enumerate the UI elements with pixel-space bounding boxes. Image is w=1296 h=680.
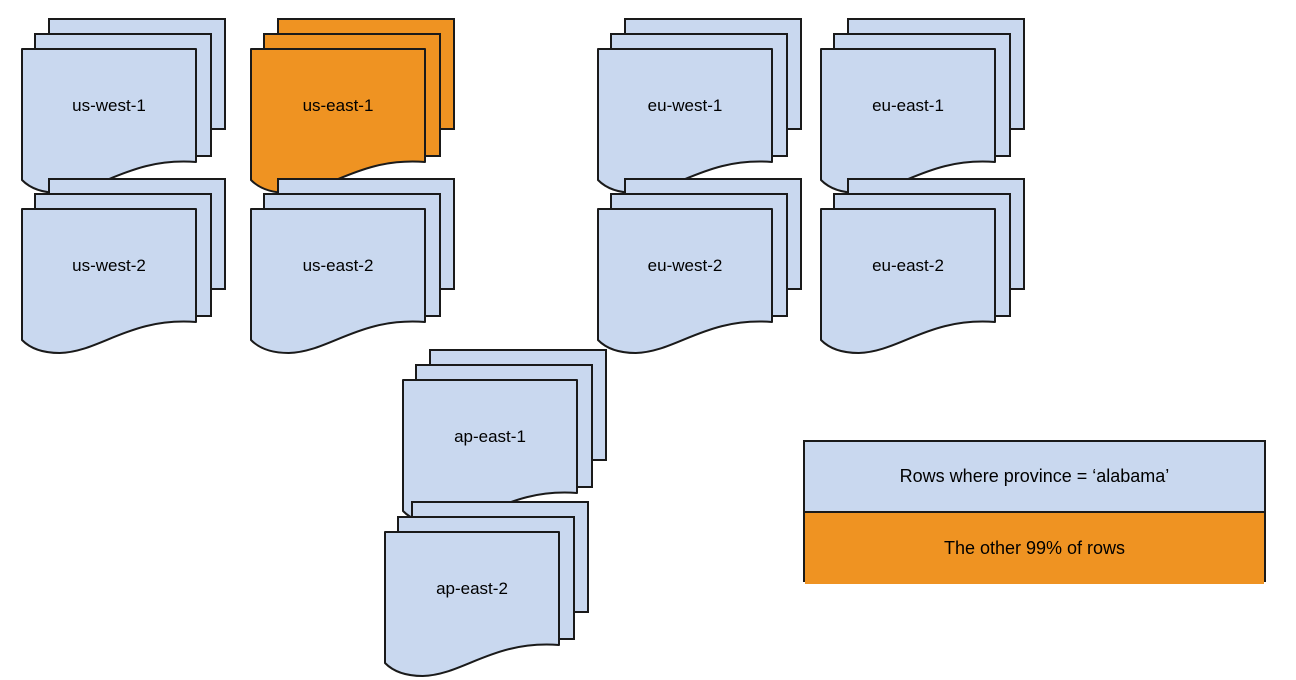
- region-shard-stack[interactable]: us-east-1: [249, 18, 457, 200]
- region-shard-stack[interactable]: us-west-1: [20, 18, 228, 200]
- legend-row-label: Rows where province = ‘alabama’: [899, 466, 1170, 486]
- region-shard-stack[interactable]: eu-west-2: [596, 178, 804, 360]
- region-shard-stack[interactable]: eu-east-2: [819, 178, 1027, 360]
- region-shard-stack[interactable]: us-west-2: [20, 178, 228, 360]
- shard-sheet-front: [21, 208, 197, 354]
- legend: Rows where province = ‘alabama’ The other…: [803, 440, 1266, 584]
- region-shard-stack[interactable]: eu-west-1: [596, 18, 804, 200]
- legend-row-label: The other 99% of rows: [943, 538, 1126, 558]
- shard-sheet-front: [384, 531, 560, 677]
- shard-sheets: [597, 178, 802, 354]
- shard-sheet-front: [21, 48, 197, 194]
- region-shard-stack[interactable]: ap-east-2: [383, 501, 591, 680]
- shard-sheet-front: [820, 208, 996, 354]
- legend-row: Rows where province = ‘alabama’: [805, 442, 1264, 513]
- shard-sheets: [21, 18, 226, 194]
- shard-sheets: [820, 18, 1025, 194]
- shard-sheet-front: [250, 48, 426, 194]
- shard-sheet-front: [820, 48, 996, 194]
- shard-sheets: [21, 178, 226, 354]
- shard-sheets: [250, 178, 455, 354]
- region-shard-stack[interactable]: eu-east-1: [819, 18, 1027, 200]
- shard-sheets: [250, 18, 455, 194]
- legend-row: The other 99% of rows: [805, 513, 1264, 584]
- shard-sheet-front: [597, 48, 773, 194]
- region-shard-stack[interactable]: us-east-2: [249, 178, 457, 360]
- shard-sheet-front: [250, 208, 426, 354]
- shard-sheets: [384, 501, 589, 677]
- shard-sheets: [820, 178, 1025, 354]
- shard-sheets: [597, 18, 802, 194]
- shard-sheets: [402, 349, 607, 525]
- shard-sheet-front: [597, 208, 773, 354]
